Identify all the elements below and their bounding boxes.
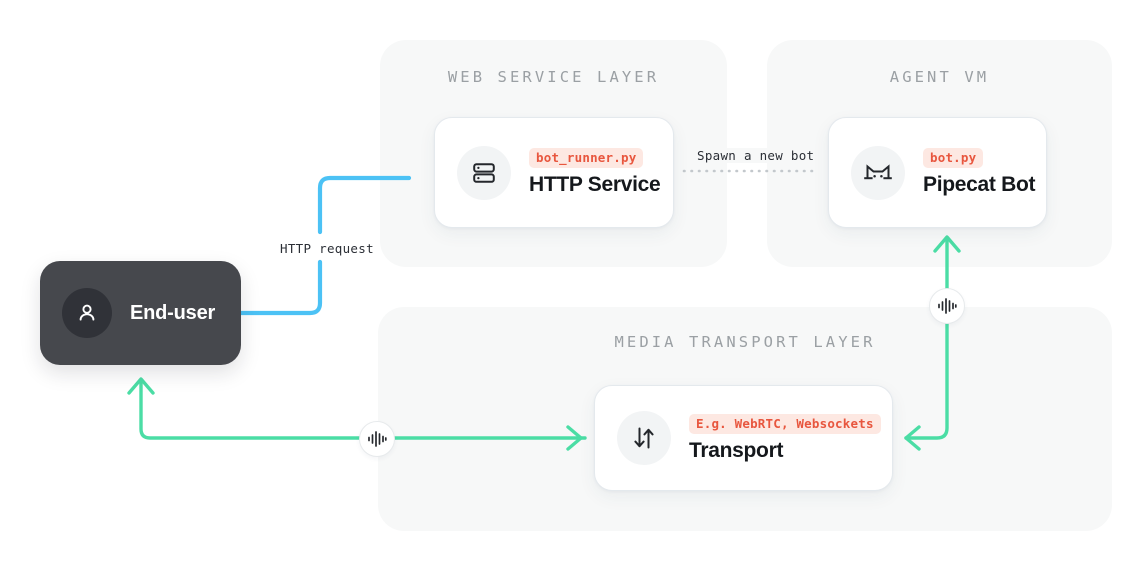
audio-waveform-icon	[938, 298, 957, 314]
icon-container	[851, 145, 905, 200]
server-icon	[473, 162, 495, 183]
audio-waveform-badge-right	[929, 288, 965, 324]
avatar	[62, 288, 112, 338]
icon-container	[617, 411, 671, 465]
audio-waveform-badge-left	[359, 421, 395, 457]
card-text: E.g. WebRTC, Websockets Transport	[689, 413, 881, 463]
edge-http-request	[238, 175, 412, 316]
up-down-arrows-icon	[634, 427, 654, 449]
card-text: bot_runner.py HTTP Service	[529, 148, 661, 197]
card-pipecat-bot[interactable]: bot.py Pipecat Bot	[828, 117, 1047, 228]
edge-media-to-enduser	[127, 377, 587, 451]
cat-icon	[864, 163, 892, 179]
card-text: bot.py Pipecat Bot	[923, 148, 1036, 197]
edge-media-to-pipecat-bot	[904, 235, 961, 451]
arrowhead-to-transport	[566, 425, 583, 451]
node-end-user[interactable]: End-user	[40, 261, 241, 365]
edge-label-http-request: HTTP request	[276, 241, 378, 256]
card-title: HTTP Service	[529, 173, 661, 196]
panel-title-agent-vm: AGENT VM	[889, 68, 990, 86]
edge-label-spawn-a-new-bot: Spawn a new bot	[693, 148, 819, 163]
tag-filename: E.g. WebRTC, Websockets	[689, 413, 881, 434]
icon-container	[457, 145, 511, 200]
audio-waveform-icon	[368, 431, 387, 447]
card-title: Pipecat Bot	[923, 173, 1036, 196]
panel-title-web-service-layer: WEB SERVICE LAYER	[447, 68, 660, 86]
edge-http-request-upper	[317, 175, 412, 235]
tag-filename: bot.py	[923, 148, 984, 168]
arrowhead-to-transport-right	[904, 425, 921, 451]
edge-media-right-path	[904, 237, 949, 440]
card-http-service[interactable]: bot_runner.py HTTP Service	[434, 117, 674, 228]
card-title: Transport	[689, 438, 784, 462]
panel-title-media-transport-layer: MEDIA TRANSPORT LAYER	[614, 333, 876, 351]
arrowhead-to-enduser	[127, 377, 155, 395]
panel-media-transport-layer: MEDIA TRANSPORT LAYER	[378, 307, 1112, 531]
tag-filename: bot_runner.py	[529, 148, 644, 168]
node-label-end-user: End-user	[130, 301, 216, 324]
edge-media-left-path	[139, 379, 587, 440]
edge-http-request-lower	[238, 259, 323, 316]
user-icon	[79, 304, 95, 321]
arrowhead-to-pipecat-bot	[933, 235, 961, 253]
card-transport[interactable]: E.g. WebRTC, Websockets Transport	[594, 385, 893, 491]
